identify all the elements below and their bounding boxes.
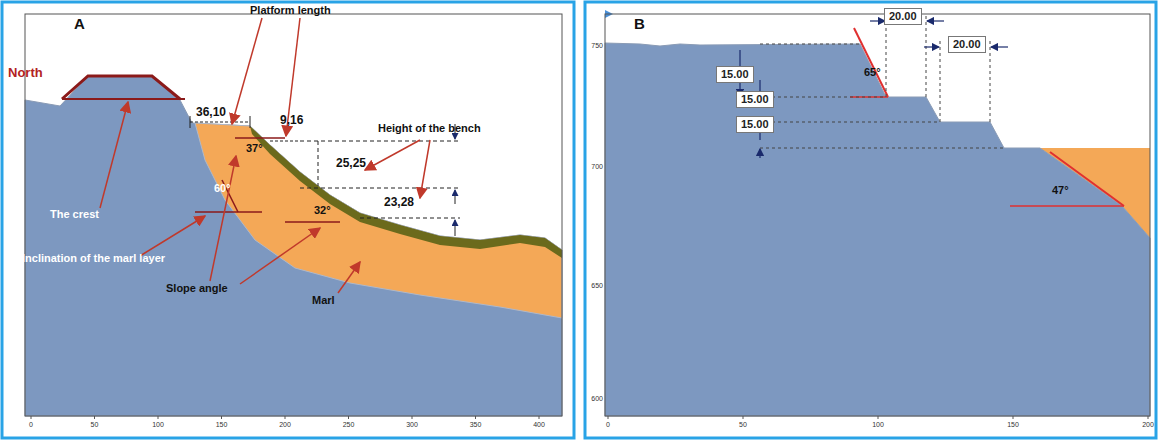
axis-tick: 100 bbox=[872, 421, 884, 429]
callout-label: The crest bbox=[50, 208, 99, 220]
rock-mass bbox=[605, 43, 1150, 416]
axis-tick: 50 bbox=[91, 421, 99, 429]
panel-letter: A bbox=[74, 16, 85, 33]
axis-tick: 200 bbox=[1142, 421, 1154, 429]
dimension-value: 15.00 bbox=[741, 118, 769, 130]
axis-tick: 250 bbox=[343, 421, 355, 429]
dimension-value: 15.00 bbox=[741, 93, 769, 105]
dimension-box: 15.00 bbox=[716, 66, 754, 83]
callout-label: Platform length bbox=[250, 4, 331, 16]
angle-label: 65° bbox=[864, 66, 881, 78]
angle-label: 60° bbox=[214, 182, 231, 194]
axis-tick: 100 bbox=[152, 421, 164, 429]
axis-tick: 700 bbox=[591, 163, 603, 171]
marl-layer bbox=[195, 123, 562, 318]
callout-label: Slope angle bbox=[166, 282, 228, 294]
angle-label: 37° bbox=[246, 142, 263, 154]
axis-tick: 0 bbox=[606, 421, 610, 429]
dimension-value: 15.00 bbox=[721, 68, 749, 80]
dimension-value: 36,10 bbox=[196, 106, 226, 119]
axis-tick: 0 bbox=[29, 421, 33, 429]
panel-letter: B bbox=[634, 16, 645, 33]
dimension-value: 20.00 bbox=[953, 38, 981, 50]
compass-label: North bbox=[8, 66, 43, 80]
panel-frame bbox=[2, 2, 574, 438]
axis-tick: 350 bbox=[470, 421, 482, 429]
axis-tick: 400 bbox=[533, 421, 545, 429]
panel-frame bbox=[585, 2, 1156, 438]
axis-tick: 600 bbox=[591, 395, 603, 403]
axis-tick: 150 bbox=[216, 421, 228, 429]
dimension-box: 15.00 bbox=[736, 91, 774, 108]
dimension-value: 23,28 bbox=[384, 196, 414, 209]
axis-tick: 300 bbox=[406, 421, 418, 429]
angle-label: 32° bbox=[314, 204, 331, 216]
crest-outline bbox=[62, 76, 180, 99]
dimension-box: 20.00 bbox=[884, 8, 922, 25]
dimension-value: 9,16 bbox=[280, 114, 303, 127]
dimension-value: 25,25 bbox=[336, 157, 366, 170]
axis-tick: 150 bbox=[1007, 421, 1019, 429]
axis-tick: 200 bbox=[279, 421, 291, 429]
callout-label: Marl bbox=[312, 294, 335, 306]
dimension-box: 20.00 bbox=[948, 36, 986, 53]
axis-tick: 750 bbox=[591, 42, 603, 50]
dimension-value: 20.00 bbox=[889, 10, 917, 22]
axis-tick: 650 bbox=[591, 282, 603, 290]
angle-label: 47° bbox=[1052, 184, 1069, 196]
callout-label: Inclination of the marl layer bbox=[22, 252, 165, 264]
axis-tick: 50 bbox=[739, 421, 747, 429]
dimension-box: 15.00 bbox=[736, 116, 774, 133]
callout-label: Height of the bench bbox=[378, 122, 481, 134]
rock-mass bbox=[25, 76, 562, 416]
topsoil-layer bbox=[250, 126, 562, 258]
